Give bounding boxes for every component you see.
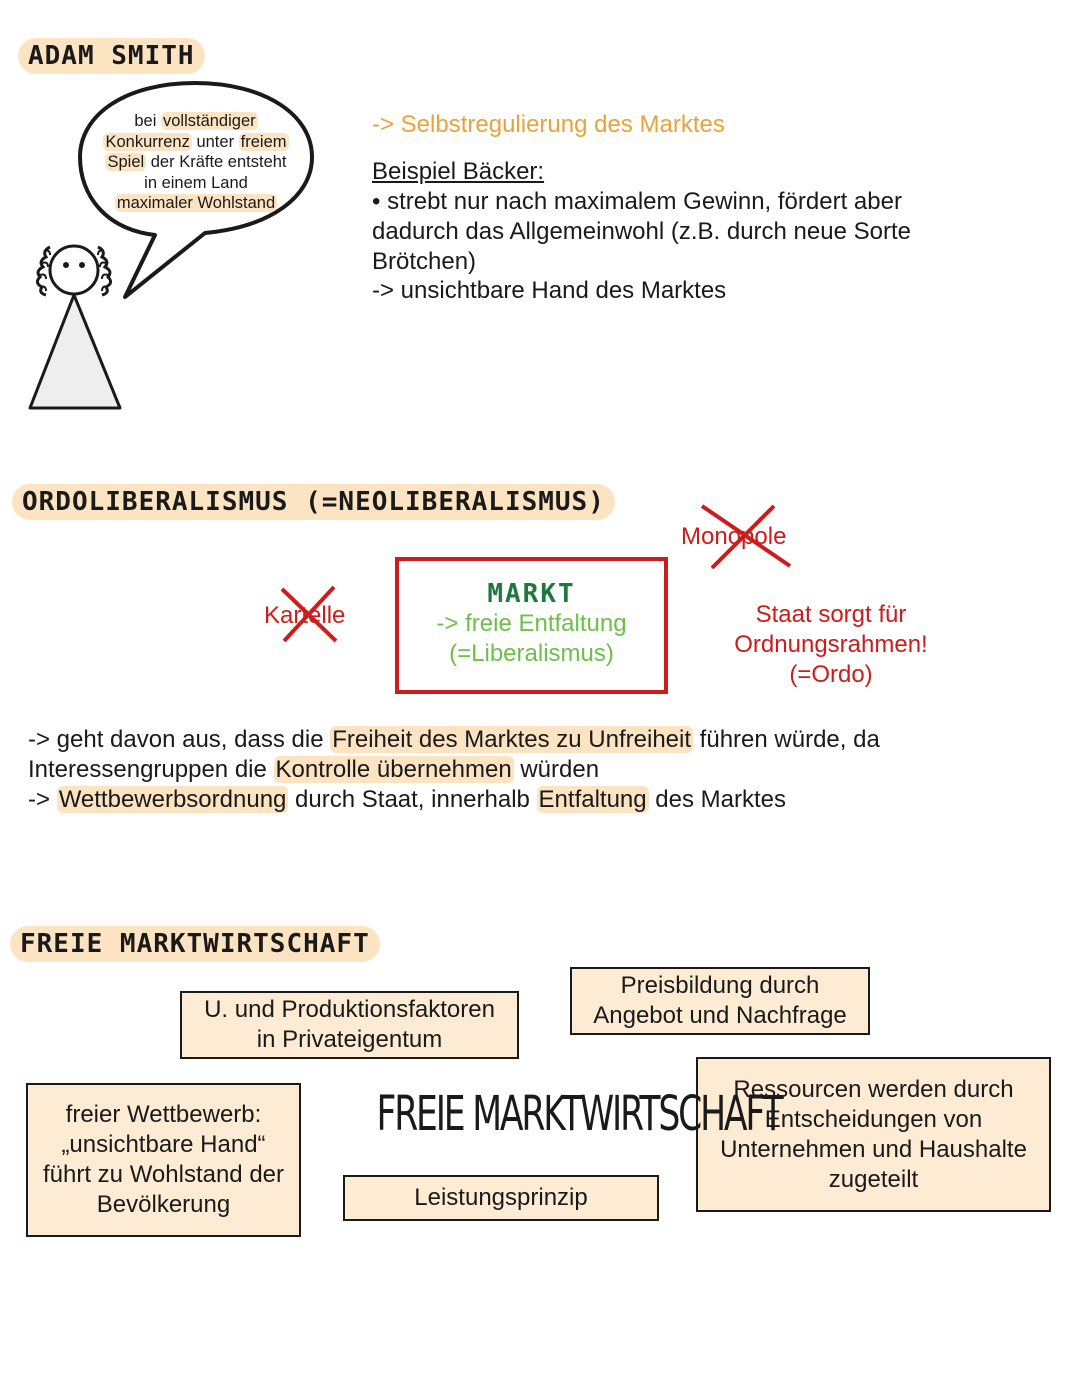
staat-line: Staat sorgt für xyxy=(706,600,956,630)
bubble-highlight: vollständiger xyxy=(161,112,258,130)
example-line: Brötchen) xyxy=(372,247,476,277)
bubble-highlight: Spiel xyxy=(105,153,146,171)
bubble-highlight: Konkurrenz xyxy=(103,133,191,151)
box-line: freier Wettbewerb: xyxy=(43,1100,284,1130)
staat-line: Ordnungsrahmen! xyxy=(706,630,956,660)
text: -> xyxy=(28,786,57,813)
bubble-text: unter xyxy=(192,133,239,151)
markt-line: (=Liberalismus) xyxy=(399,639,664,669)
box-wettbewerb: freier Wettbewerb: „unsichtbare Hand“ fü… xyxy=(26,1083,301,1237)
text: führen würde, da xyxy=(693,726,880,753)
box-line: Bevölkerung xyxy=(43,1190,284,1220)
box-line: in Privateigentum xyxy=(204,1025,495,1055)
heading-ordoliberalismus: ORDOLIBERALISMUS (=NEOLIBERALISMUS) xyxy=(12,484,615,520)
box-line: „unsichtbare Hand“ xyxy=(43,1130,284,1160)
center-title: FREIE MARKTWIRTSCHAFT xyxy=(376,1086,615,1142)
text: des Marktes xyxy=(649,786,786,813)
highlight: Freiheit des Marktes zu Unfreiheit xyxy=(330,726,693,753)
bubble-highlight: maximaler Wohlstand xyxy=(115,194,277,212)
highlight: Kontrolle übernehmen xyxy=(274,756,514,783)
bubble-text: in einem Land xyxy=(88,173,304,194)
ordo-paragraph-line: Interessengruppen die Kontrolle übernehm… xyxy=(28,755,599,785)
example-line: dadurch das Allgemeinwohl (z.B. durch ne… xyxy=(372,217,911,247)
cross-out-icon xyxy=(698,502,794,572)
heading-adam-smith: ADAM SMITH xyxy=(18,38,205,74)
example-line: -> unsichtbare Hand des Marktes xyxy=(372,276,726,306)
ordo-paragraph-line: -> geht davon aus, dass die Freiheit des… xyxy=(28,725,880,755)
markt-box: MARKT -> freie Entfaltung (=Liberalismus… xyxy=(395,557,668,694)
example-line: • strebt nur nach maximalem Gewinn, förd… xyxy=(372,187,902,217)
example-title: Beispiel Bäcker: xyxy=(372,157,544,187)
text: durch Staat, innerhalb xyxy=(288,786,536,813)
highlight: Wettbewerbsordnung xyxy=(57,786,289,813)
bubble-highlight: freiem xyxy=(239,133,289,151)
box-line: führt zu Wohlstand der xyxy=(43,1160,284,1190)
box-line: Preisbildung durch xyxy=(593,971,847,1001)
staat-line: (=Ordo) xyxy=(706,660,956,690)
heading-freie-marktwirtschaft: FREIE MARKTWIRTSCHAFT xyxy=(10,926,380,962)
staat-note: Staat sorgt für Ordnungsrahmen! (=Ordo) xyxy=(706,600,956,690)
cross-out-icon xyxy=(278,585,340,645)
bubble-text: bei xyxy=(134,112,161,130)
box-line: U. und Produktionsfaktoren xyxy=(204,995,495,1025)
markt-line: -> freie Entfaltung xyxy=(399,609,664,639)
markt-title: MARKT xyxy=(399,579,664,609)
selfregulation-note: -> Selbstregulierung des Marktes xyxy=(372,110,725,140)
speech-bubble-text: bei vollständiger Konkurrenz unter freie… xyxy=(88,111,304,214)
box-line: zugeteilt xyxy=(720,1165,1027,1195)
highlight: Entfaltung xyxy=(537,786,649,813)
box-leistungsprinzip: Leistungsprinzip xyxy=(343,1175,659,1221)
ordo-paragraph-line: -> Wettbewerbsordnung durch Staat, inner… xyxy=(28,785,786,815)
text: -> geht davon aus, dass die xyxy=(28,726,330,753)
bubble-text: der Kräfte entsteht xyxy=(146,153,286,171)
text: Interessengruppen die xyxy=(28,756,274,783)
text: würden xyxy=(514,756,599,783)
box-line: Angebot und Nachfrage xyxy=(593,1001,847,1031)
